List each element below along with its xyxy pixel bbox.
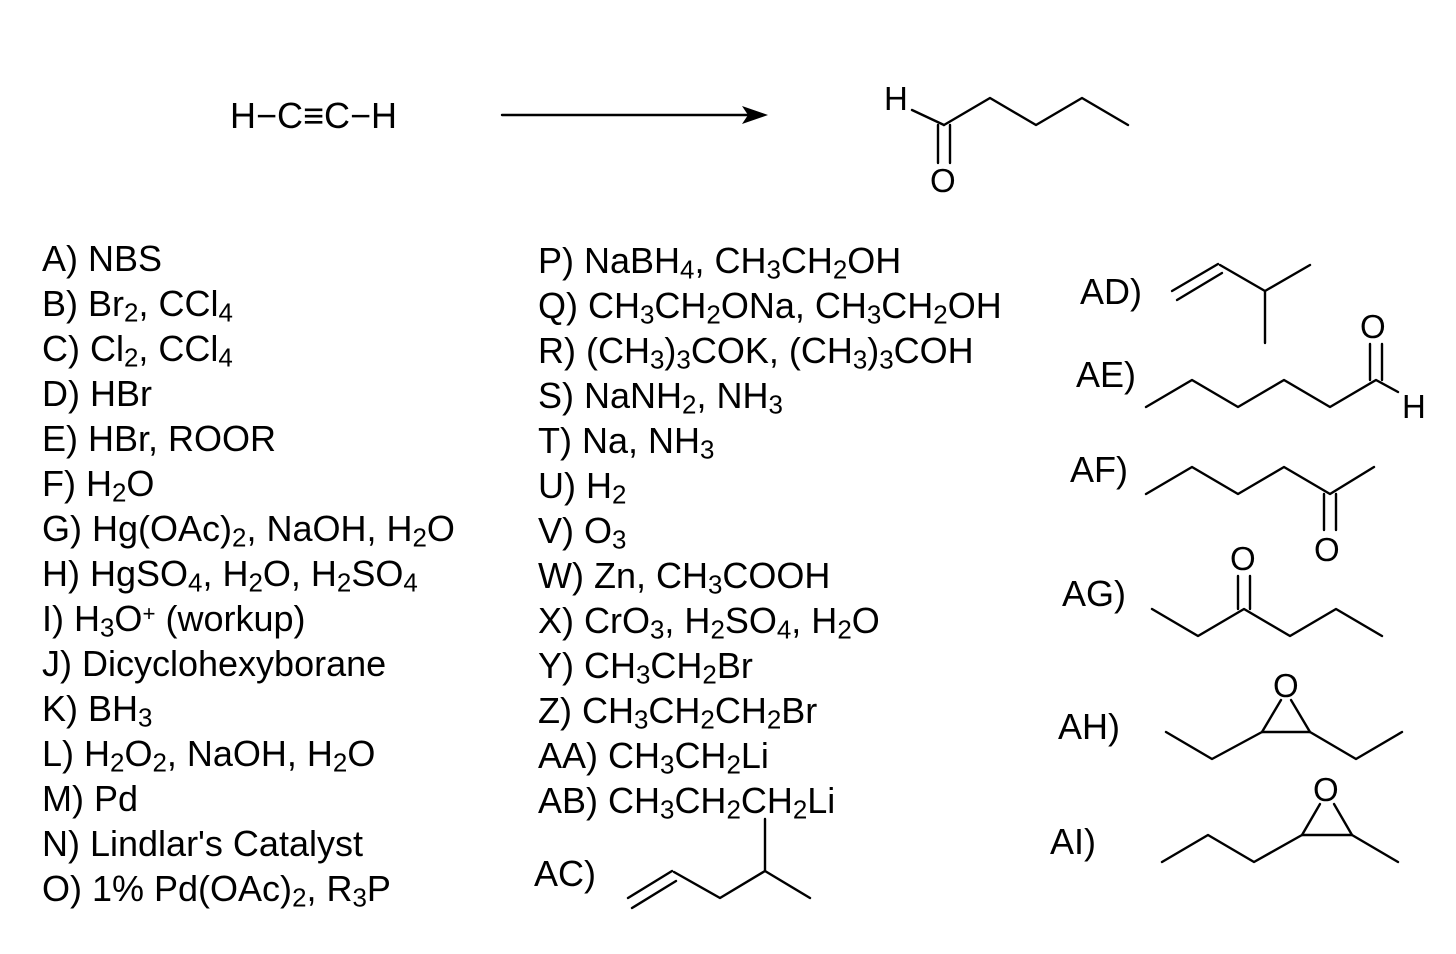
reagent-b: B) Br2, CCl4	[42, 283, 233, 328]
reagent-z: Z) CH3CH2CH2Br	[538, 690, 818, 735]
label-ag: AG)	[1062, 573, 1127, 614]
reagent-d: D) HBr	[42, 373, 152, 414]
reagent-k: K) BH3	[42, 688, 153, 733]
label-ai: AI)	[1050, 821, 1097, 862]
product-o-atom: O	[930, 162, 956, 199]
reagent-m: M) Pd	[42, 778, 139, 819]
reagent-y: Y) CH3CH2Br	[538, 645, 753, 690]
structure-ai: O	[1160, 771, 1400, 864]
reagent-j: J) Dicyclohexyborane	[42, 643, 387, 684]
reagent-s: S) NaNH2, NH3	[538, 375, 783, 420]
product-structure: H O	[884, 80, 1130, 199]
structure-ac	[626, 817, 812, 910]
structure-ae: O H	[1144, 308, 1426, 425]
reaction-arrow	[500, 106, 768, 124]
reagent-x: X) CrO3, H2SO4, H2O	[538, 600, 880, 645]
reagent-e: E) HBr, ROOR	[42, 418, 277, 459]
reagent-c: C) Cl2, CCl4	[42, 328, 233, 373]
reagent-w: W) Zn, CH3COOH	[538, 555, 831, 600]
reagent-a: A) NBS	[42, 238, 163, 279]
reagent-l: L) H2O2, NaOH, H2O	[42, 733, 376, 778]
product-h-atom: H	[884, 80, 908, 117]
reagent-u: U) H2	[538, 465, 627, 510]
reagent-aa: AA) CH3CH2Li	[538, 735, 769, 780]
reagent-p: P) NaBH4, CH3CH2OH	[538, 240, 902, 285]
label-ac: AC)	[534, 853, 596, 894]
reagent-v: V) O3	[538, 510, 627, 555]
label-ad: AD)	[1080, 271, 1142, 312]
ai-o-atom: O	[1313, 771, 1339, 808]
reagent-t: T) Na, NH3	[538, 420, 715, 465]
label-af: AF)	[1070, 449, 1128, 490]
reagent-o: O) 1% Pd(OAc)2, R3P	[42, 868, 391, 913]
label-ah: AH)	[1058, 706, 1120, 747]
structure-ah: O	[1164, 667, 1404, 761]
af-o-atom: O	[1314, 531, 1340, 568]
reagent-q: Q) CH3CH2ONa, CH3CH2OH	[538, 285, 1002, 330]
reagent-h: H) HgSO4, H2O, H2SO4	[42, 553, 418, 598]
reagent-ab: AB) CH3CH2CH2Li	[538, 780, 836, 825]
ah-o-atom: O	[1273, 667, 1299, 704]
label-ae: AE)	[1076, 354, 1137, 395]
structure-af: O	[1144, 465, 1376, 568]
starting-material: H−C≡C−H	[230, 95, 398, 136]
ae-o-atom: O	[1360, 308, 1386, 345]
reagent-g: G) Hg(OAc)2, NaOH, H2O	[42, 508, 455, 553]
reagent-r: R) (CH3)3COK, (CH3)3COH	[538, 330, 974, 375]
ae-h-atom: H	[1402, 388, 1426, 425]
reagent-i: I) H3O+ (workup)	[42, 598, 306, 643]
reagent-f: F) H2O	[42, 463, 155, 508]
structure-ag: O	[1150, 540, 1384, 638]
ag-o-atom: O	[1230, 540, 1256, 577]
structure-ad	[1170, 262, 1312, 345]
reagent-n: N) Lindlar's Catalyst	[42, 823, 363, 864]
